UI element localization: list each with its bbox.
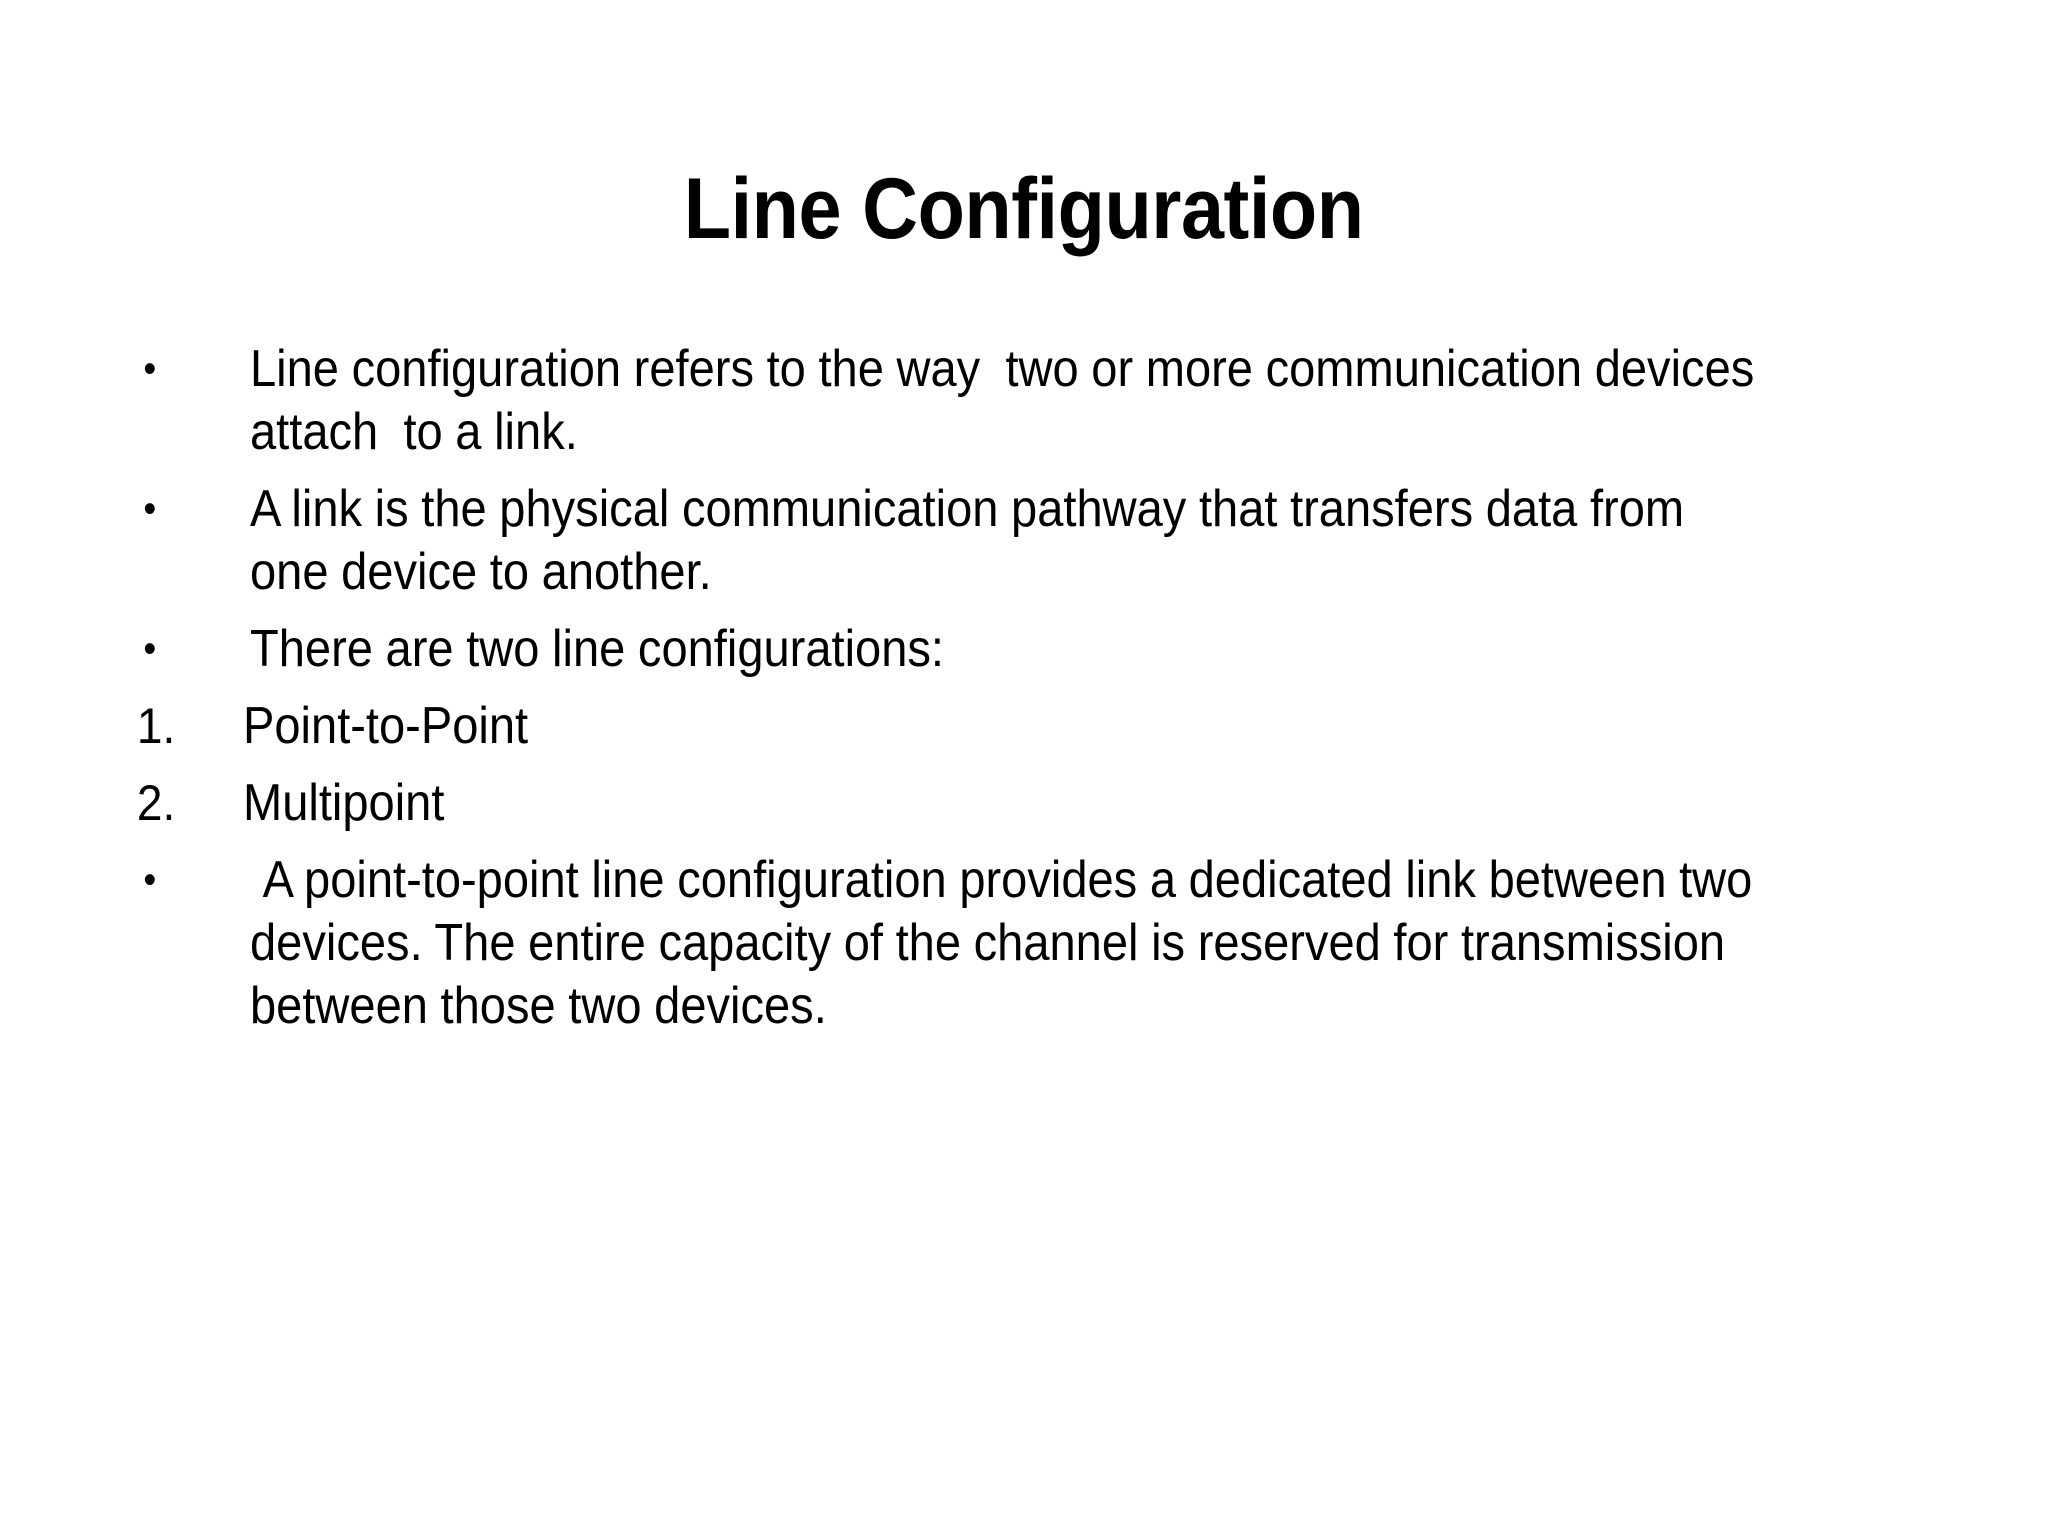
list-item-text: Point-to-Point bbox=[243, 697, 529, 755]
list-item: 1. Point-to-Point bbox=[136, 695, 1926, 758]
list-item: • A point-to-point line configuration pr… bbox=[136, 849, 1926, 1038]
bullet-marker-icon: • bbox=[143, 487, 157, 531]
list-item-text: Multipoint bbox=[243, 774, 445, 832]
list-item: 2. Multipoint bbox=[136, 772, 1926, 835]
number-marker: 1. bbox=[136, 698, 176, 754]
list-item: • Line configuration refers to the way t… bbox=[136, 338, 1926, 464]
slide-title-container: Line Configuration bbox=[0, 106, 2048, 312]
list-item-text: A link is the physical communication pat… bbox=[250, 480, 1697, 601]
list-item-text: Line configuration refers to the way two… bbox=[250, 340, 1767, 461]
bullet-marker-icon: • bbox=[143, 627, 157, 671]
number-marker: 2. bbox=[136, 775, 176, 831]
slide-body-list: • Line configuration refers to the way t… bbox=[136, 338, 1926, 1052]
bullet-marker-icon: • bbox=[143, 347, 157, 391]
list-item-text: A point-to-point line configuration prov… bbox=[250, 851, 1765, 1035]
bullet-marker-icon: • bbox=[143, 858, 157, 902]
page-title: Line Configuration bbox=[684, 160, 1364, 257]
list-item: • A link is the physical communication p… bbox=[136, 478, 1926, 604]
list-item: • There are two line configurations: bbox=[136, 618, 1926, 681]
list-item-text: There are two line configurations: bbox=[250, 620, 945, 678]
